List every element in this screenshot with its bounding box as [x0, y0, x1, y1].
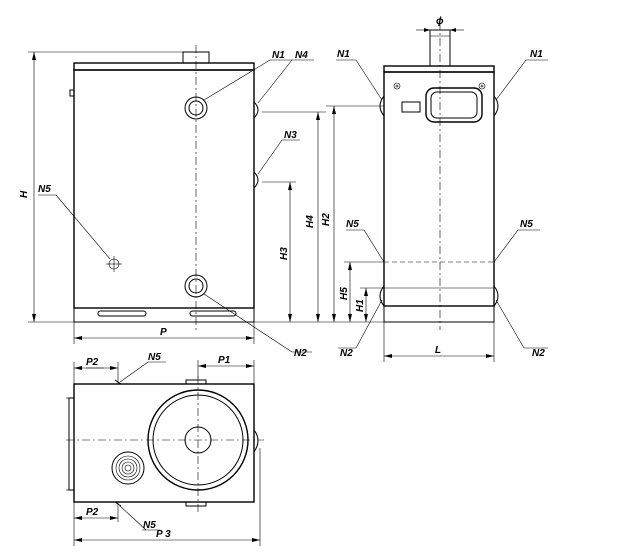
dim-h: H — [19, 190, 30, 198]
label-n1-front: N1 — [272, 50, 285, 61]
dim-h5: H5 — [339, 287, 350, 300]
dim-h1: H1 — [355, 299, 366, 312]
label-n2-front: N2 — [294, 348, 307, 359]
top-view: P2 N5 P1 P2 N5 P 3 — [66, 352, 264, 546]
label-n2-side-right: N2 — [532, 348, 545, 359]
label-n5-side-right: N5 — [520, 219, 533, 230]
dim-phi: ϕ — [436, 16, 444, 27]
dim-p3: P 3 — [156, 529, 171, 540]
dim-p2-bottom: P2 — [86, 507, 99, 518]
label-n3: N3 — [284, 130, 297, 141]
dim-h3: H3 — [279, 247, 290, 260]
dim-h2: H2 — [321, 213, 332, 226]
label-n1-side-right: N1 — [530, 49, 543, 60]
label-n2-side-left: N2 — [340, 348, 353, 359]
label-n4: N4 — [295, 50, 308, 61]
label-n5-side-left: N5 — [346, 219, 359, 230]
dim-h4: H4 — [305, 215, 316, 228]
label-n5-front: N5 — [38, 184, 51, 195]
dim-l: L — [435, 345, 441, 356]
label-n5-bottom: N5 — [143, 520, 156, 531]
side-view: ϕ H2 H5 H1 L N1 — [321, 16, 548, 362]
label-n5-top: N5 — [148, 352, 161, 363]
dim-p1: P1 — [218, 355, 231, 366]
dim-p: P — [160, 327, 167, 338]
front-view: N1 N4 N3 N5 N2 P H H4 H3 — [19, 45, 326, 359]
dim-p2-top: P2 — [86, 357, 99, 368]
label-n1-side-left: N1 — [337, 49, 350, 60]
